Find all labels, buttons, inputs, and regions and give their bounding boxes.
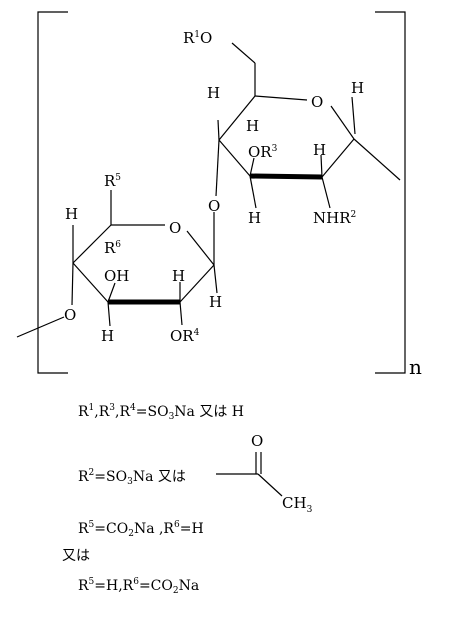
r5-label: R5 — [104, 172, 121, 190]
oh-label: OH — [104, 267, 129, 285]
or3-label: OR3 — [248, 143, 278, 161]
hydrogen-c3-upper: H — [248, 209, 261, 227]
linking-oxygen: O — [64, 306, 76, 324]
hydrogen-c2-upper: H — [313, 141, 326, 159]
upper-ring-bonds — [215, 42, 401, 209]
acetyl-methyl: CH3 — [282, 494, 313, 515]
lower-ring-bonds — [16, 190, 218, 338]
hydrogen-c3-lower: H — [101, 327, 114, 345]
hydrogen-c2-lower: H — [172, 267, 185, 285]
hydrogen-anomeric-upper: H — [351, 79, 364, 97]
hydrogen-c4-upper: H — [207, 84, 220, 102]
legend-r5-r6-option-b: R5=H,R6=CO2Na — [78, 577, 200, 596]
repeat-bracket-right — [375, 11, 406, 374]
ring-oxygen-lower: O — [169, 219, 181, 237]
legend-r5-r6-option-a: R5=CO2Na ,R6=H — [78, 520, 204, 539]
repeat-subscript-n: n — [409, 355, 422, 379]
acetyl-group-bonds — [216, 452, 283, 497]
legend-r2: R2=SO3Na 又は — [78, 468, 186, 487]
legend-or-word: 又は — [62, 548, 90, 564]
hydrogen-anomeric-lower: H — [209, 293, 222, 311]
glycosidic-oxygen: O — [208, 197, 220, 215]
r1o-label: R1O — [183, 29, 212, 47]
upper-ring-front-bond — [249, 173, 323, 180]
hydrogen-c5-upper: H — [246, 117, 259, 135]
nhr2-label: NHR2 — [313, 209, 356, 227]
ring-oxygen-upper: O — [311, 93, 323, 111]
r6-label: R6 — [104, 239, 121, 257]
acetyl-carbonyl-oxygen: O — [251, 432, 263, 450]
hydrogen-c4-lower: H — [65, 205, 78, 223]
or4-label: OR4 — [170, 327, 200, 345]
repeat-bracket-left — [37, 11, 68, 374]
legend-r1-r3-r4: R1,R3,R4=SO3Na 又は H — [78, 403, 245, 422]
